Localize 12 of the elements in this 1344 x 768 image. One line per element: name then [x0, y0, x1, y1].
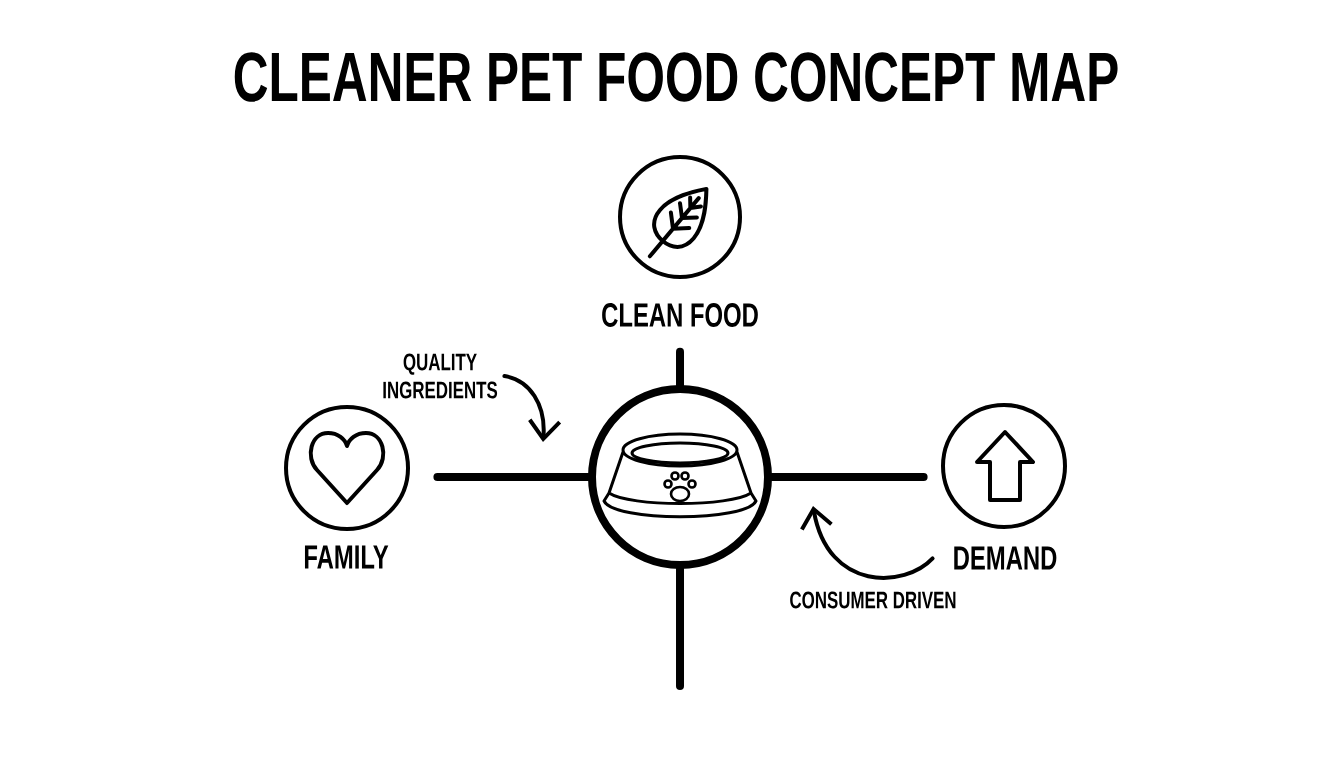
connector-line [676, 347, 684, 389]
annotation-text: QUALITY INGREDIENTS [383, 353, 498, 399]
title: CLEANER PET FOOD CONCEPT MAP [234, 52, 1118, 102]
curved-arrow [800, 506, 935, 580]
curved-arrow [502, 374, 562, 442]
connector-line [433, 473, 592, 481]
connector-line [768, 473, 928, 481]
node-label: CLEAN FOOD [602, 303, 758, 327]
connector-line [676, 565, 684, 690]
node-label: DEMAND [954, 546, 1057, 570]
edge-label: CONSUMER DRIVEN [787, 589, 959, 611]
node-label: FAMILY [304, 545, 389, 569]
